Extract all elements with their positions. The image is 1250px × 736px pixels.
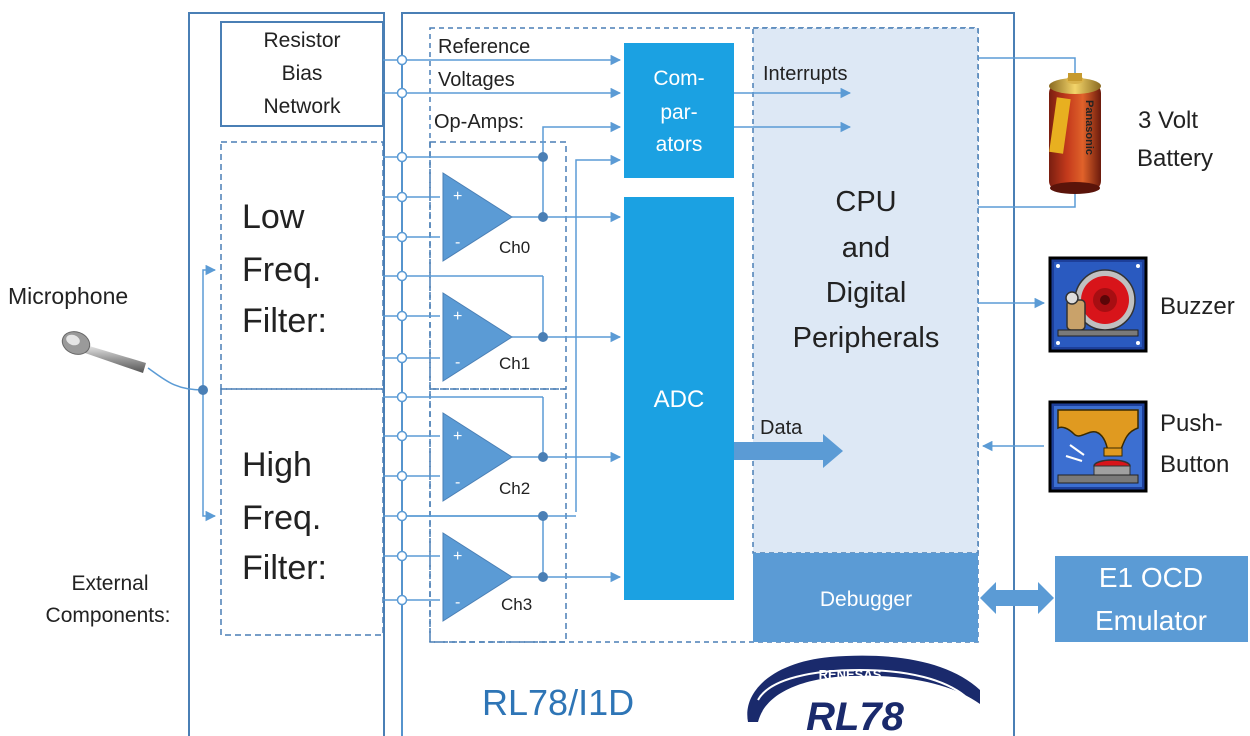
battery-brand-text: Panasonic <box>1083 100 1095 155</box>
cpu-label-3: Digital <box>826 277 907 309</box>
renesas-rl78-logo: RENESAS RL78 <box>747 655 980 736</box>
channel-label-ch2: Ch2 <box>499 479 530 498</box>
buzzer-icon <box>1048 256 1148 353</box>
cpu-block <box>752 27 979 554</box>
wire-terminals <box>396 54 408 606</box>
opamp-ch2 <box>442 412 513 502</box>
high-freq-label-3: Filter: <box>242 549 327 587</box>
reference-label-2: Voltages <box>438 69 515 91</box>
cpu-label-1: CPU <box>835 186 896 218</box>
channel-label-ch1: Ch1 <box>499 354 530 373</box>
opamp-minus-0: - <box>455 234 460 251</box>
rl78-logo-text: RL78 <box>806 695 905 736</box>
opamp-group-box-upper <box>429 141 567 390</box>
low-freq-label-3: Filter: <box>242 302 327 340</box>
interrupts-label: Interrupts <box>763 63 847 85</box>
battery-label-1: 3 Volt <box>1138 107 1198 134</box>
microphone-label: Microphone <box>8 283 128 309</box>
opamp-minus-1: - <box>455 354 460 371</box>
comparators-label-1: Com- <box>653 67 704 90</box>
comparators-label-2: par- <box>660 101 697 124</box>
low-freq-label-2: Freq. <box>242 251 321 289</box>
emulator-block <box>1055 556 1248 642</box>
comparators-block <box>624 43 734 178</box>
opamp-ch0 <box>442 172 513 262</box>
debugger-label: Debugger <box>820 588 912 611</box>
resistor-bias-label-2: Bias <box>282 62 323 85</box>
opamp-plus-2: + <box>453 428 462 445</box>
channel-label-ch3: Ch3 <box>501 595 532 614</box>
reference-label-1: Reference <box>438 36 530 58</box>
opamp-plus-0: + <box>453 188 462 205</box>
battery-icon: Panasonic <box>1049 73 1101 194</box>
op-amps-label: Op-Amps: <box>434 111 524 133</box>
push-button-icon <box>1048 400 1148 493</box>
high-freq-label-2: Freq. <box>242 499 321 537</box>
resistor-bias-label-1: Resistor <box>263 29 340 52</box>
low-freq-label-1: Low <box>242 198 305 236</box>
debug-link-arrow <box>980 582 1054 614</box>
high-freq-filter-box <box>220 388 384 636</box>
debugger-block <box>753 553 978 642</box>
emulator-label-2: Emulator <box>1095 605 1207 636</box>
buzzer-label: Buzzer <box>1160 293 1235 320</box>
opamp-plus-3: + <box>453 548 462 565</box>
high-freq-label-1: High <box>242 446 312 484</box>
opamp-plus-1: + <box>453 308 462 325</box>
junction-dots <box>198 152 548 582</box>
opamp-minus-2: - <box>455 474 460 491</box>
adc-block <box>624 197 734 600</box>
external-components-label-1: External <box>71 572 148 595</box>
opamp-ch3 <box>442 532 513 622</box>
push-button-label-1: Push- <box>1160 410 1223 437</box>
microphone-icon <box>61 331 146 373</box>
external-components-frame <box>188 12 385 736</box>
resistor-bias-network-box <box>220 21 384 127</box>
external-components-label-2: Components: <box>46 604 171 627</box>
renesas-logo-text: RENESAS <box>819 667 882 682</box>
emulator-label-1: E1 OCD <box>1099 562 1203 593</box>
opamps <box>442 172 513 622</box>
cpu-label-2: and <box>842 232 890 264</box>
comparators-label-3: ators <box>656 133 703 156</box>
adc-label: ADC <box>654 386 705 413</box>
push-button-label-2: Button <box>1160 451 1229 478</box>
opamp-minus-3: - <box>455 594 460 611</box>
channel-label-ch0: Ch0 <box>499 238 530 257</box>
data-label: Data <box>760 417 803 439</box>
cpu-label-4: Peripherals <box>793 322 940 354</box>
resistor-bias-label-3: Network <box>263 95 341 118</box>
opamp-ch1 <box>442 292 513 382</box>
battery-label-2: Battery <box>1137 145 1213 172</box>
data-bus-arrow <box>734 434 843 468</box>
chip-name-label: RL78/I1D <box>482 682 634 723</box>
